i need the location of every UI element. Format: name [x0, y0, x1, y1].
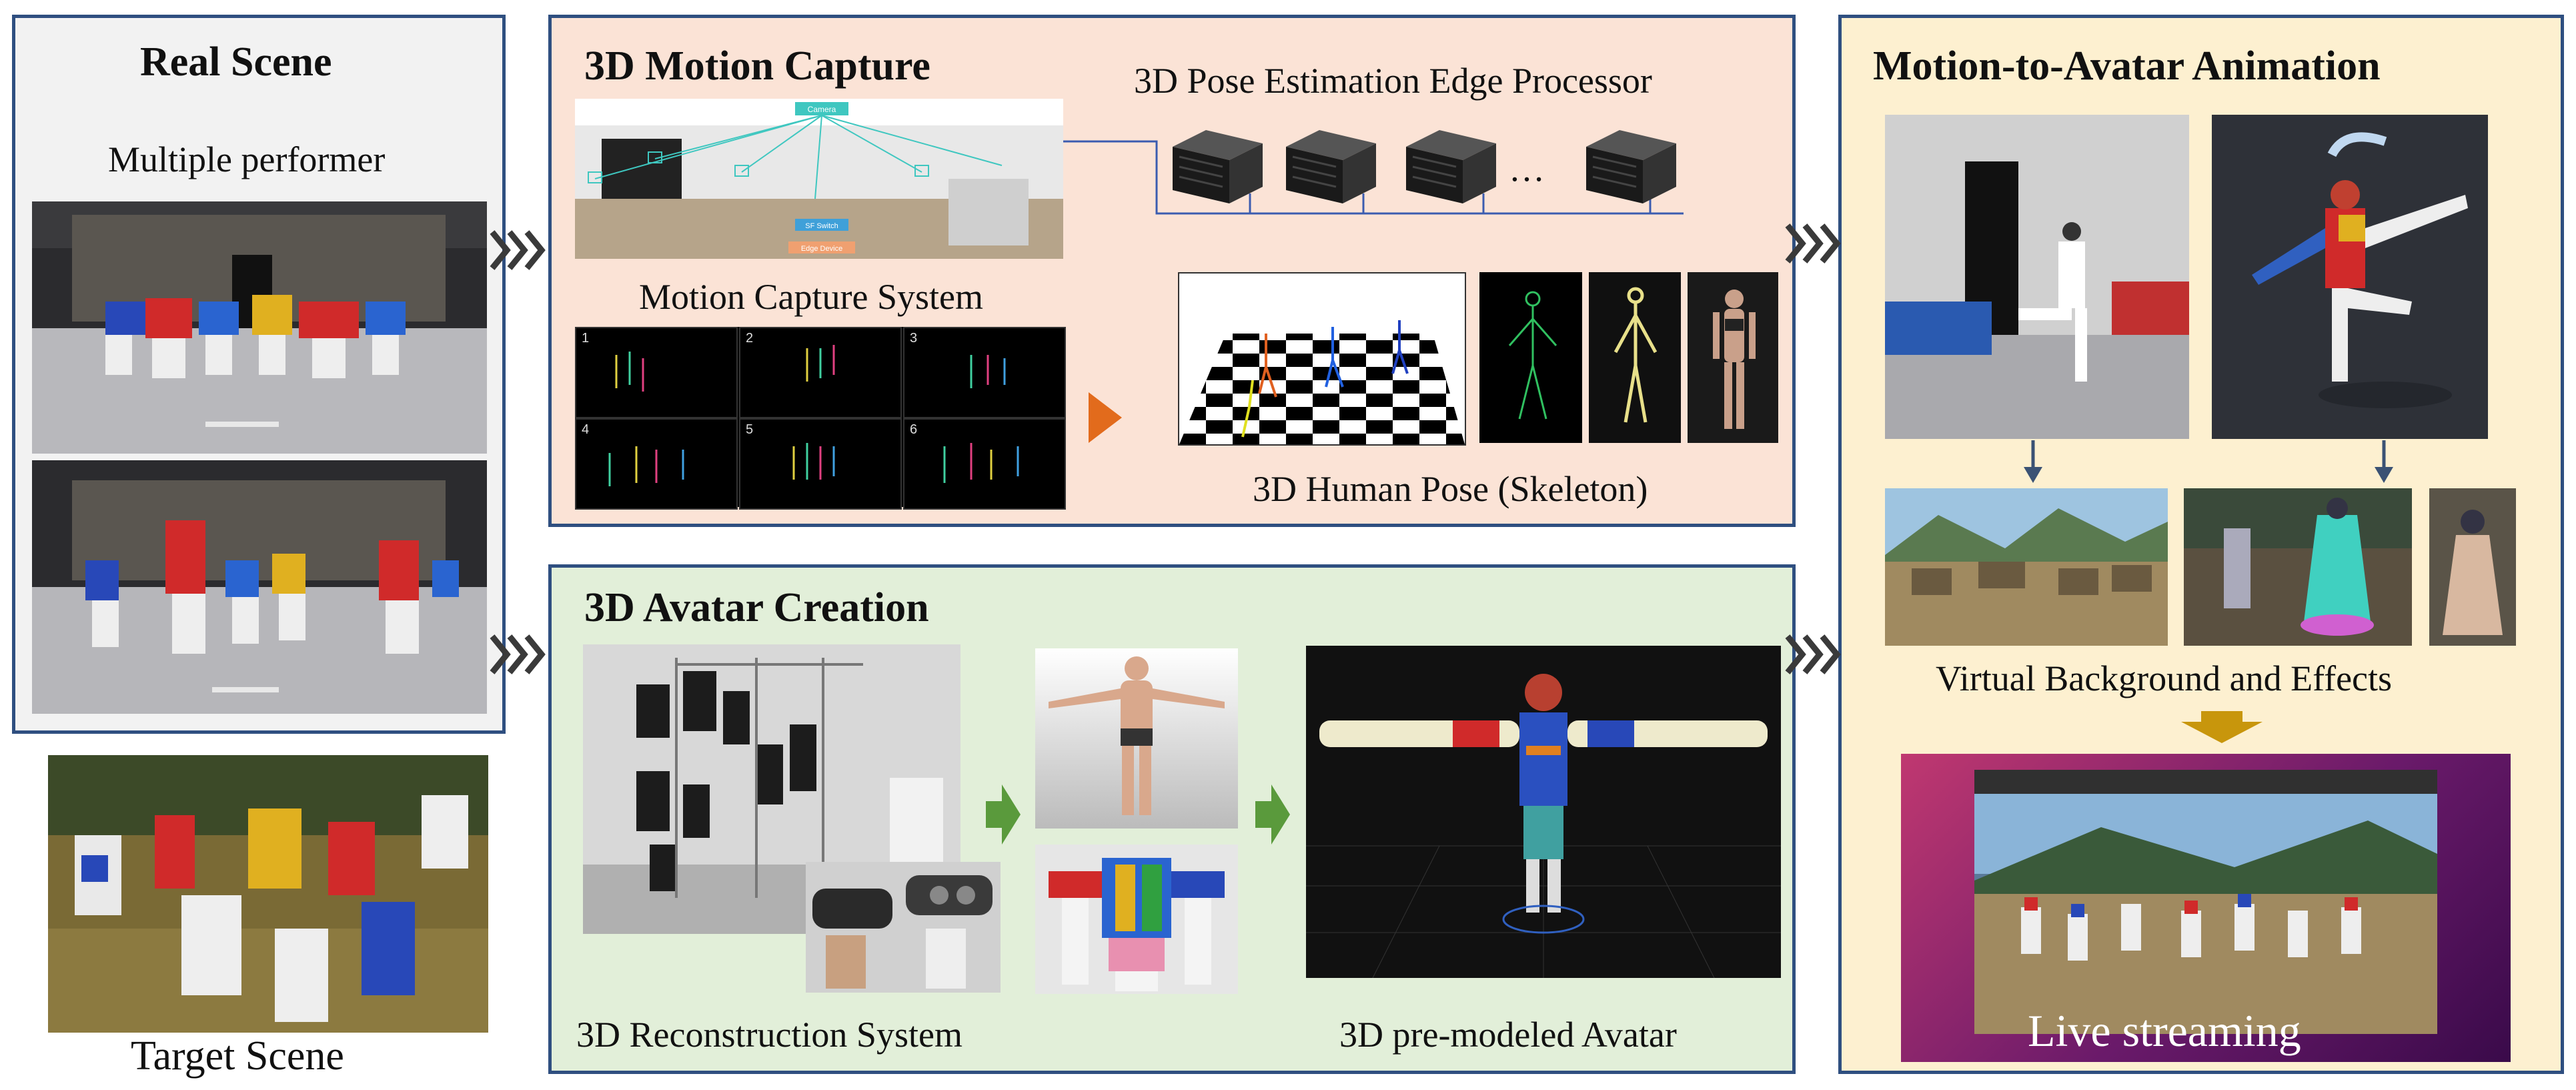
pose-view-5: 5	[739, 418, 902, 510]
reconstruction-system-label: 3D Reconstruction System	[576, 1014, 962, 1055]
gold-down-arrow-icon	[2181, 711, 2263, 743]
pose-view-4: 4	[575, 418, 738, 510]
chevron-right-icon	[490, 631, 547, 678]
performers-photo-2	[32, 460, 487, 714]
virtual-village-background	[1885, 488, 2168, 646]
virtual-avatar-closeup	[2429, 488, 2516, 646]
pose-view-number: 2	[746, 331, 753, 346]
edge-processor-label: 3D Pose Estimation Edge Processor	[1134, 60, 1652, 101]
orange-arrow-icon	[1089, 392, 1122, 443]
edge-processor-ellipsis: …	[1509, 148, 1545, 189]
down-arrow-icon	[2024, 440, 2042, 483]
motion-capture-studio-photo: Camera SF Switch Edge Device	[575, 99, 1063, 259]
chevron-right-icon	[1785, 631, 1842, 678]
pose-view-number: 4	[582, 422, 589, 438]
hanbok-clothing-model	[1035, 845, 1238, 994]
multiview-pose-grid: 1 2 3 4 5 6	[575, 327, 1063, 507]
edge-processor-1	[1166, 127, 1266, 207]
switch-overlay-label: SF Switch	[805, 222, 838, 230]
avatar-creation-title: 3D Avatar Creation	[584, 584, 929, 632]
pose-view-2: 2	[739, 327, 902, 418]
down-arrow-icon	[2375, 440, 2393, 483]
edge-processor-4	[1579, 127, 1680, 207]
handheld-scanner-photo	[806, 862, 1001, 993]
edge-processor-3	[1399, 127, 1499, 207]
edge-processor-2	[1279, 127, 1379, 207]
pose-view-number: 3	[910, 331, 917, 346]
skeleton-render-yellow	[1589, 272, 1681, 443]
motion-capture-title: 3D Motion Capture	[584, 43, 930, 90]
skeleton-render-green	[1479, 272, 1582, 443]
premodeled-avatar-label: 3D pre-modeled Avatar	[1339, 1014, 1677, 1055]
pose-view-3: 3	[903, 327, 1066, 418]
edge-device-overlay-label: Edge Device	[801, 245, 842, 253]
premodeled-avatar-view	[1306, 646, 1781, 978]
real-scene-subtitle: Multiple performer	[108, 139, 385, 180]
live-streaming-label: Live streaming	[2028, 1005, 2301, 1057]
performers-photo-1	[32, 201, 487, 454]
performer-photo	[1885, 115, 2189, 439]
pose-view-number: 6	[910, 422, 917, 438]
target-scene-photo	[48, 755, 488, 1033]
pose-view-number: 5	[746, 422, 753, 438]
virtual-avatar-effects	[2184, 488, 2412, 646]
animation-title: Motion-to-Avatar Animation	[1873, 43, 2381, 90]
target-scene-label: Target Scene	[131, 1033, 344, 1080]
camera-overlay-label: Camera	[808, 105, 836, 114]
chevron-right-icon	[490, 227, 547, 274]
base-body-model	[1035, 648, 1238, 829]
chevron-right-icon	[1785, 220, 1842, 267]
pose-view-number: 1	[582, 331, 589, 346]
green-arrow-icon	[1255, 784, 1290, 845]
animated-avatar-render	[2212, 115, 2488, 439]
pose-view-6: 6	[903, 418, 1066, 510]
real-scene-title: Real Scene	[140, 39, 332, 86]
skeleton-checkerboard-view	[1178, 272, 1466, 446]
virtual-background-label: Virtual Background and Effects	[1936, 658, 2392, 699]
skeleton-render-human	[1688, 272, 1778, 443]
green-arrow-icon	[986, 784, 1021, 845]
pose-view-1: 1	[575, 327, 738, 418]
motion-capture-system-label: Motion Capture System	[639, 276, 983, 318]
skeleton-label: 3D Human Pose (Skeleton)	[1253, 468, 1648, 510]
